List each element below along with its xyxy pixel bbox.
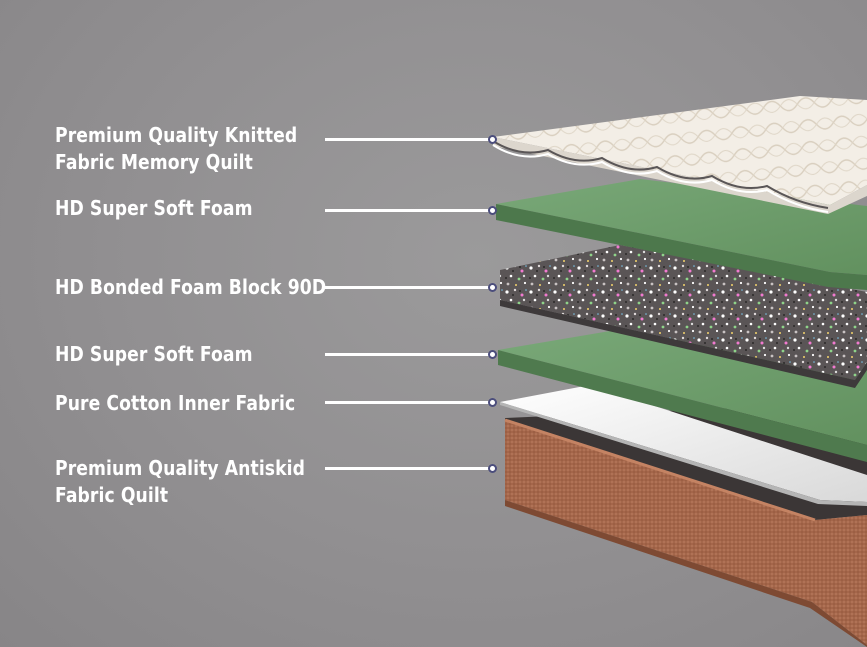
leader-line [325,209,490,212]
pin-marker [488,464,497,473]
pin-marker [488,206,497,215]
bonded-foam-layer [500,245,867,388]
layer-label-soft-foam-upper: HD Super Soft Foam [55,196,253,220]
pin-marker [488,350,497,359]
layer-label-knitted-quilt: Premium Quality Knitted Fabric Memory Qu… [55,123,298,174]
pin-marker [488,398,497,407]
pin-marker [488,283,497,292]
leader-line [325,467,490,470]
knitted-quilt-layer [492,96,867,214]
layer-label-bonded-foam: HD Bonded Foam Block 90D [55,275,327,299]
cotton-fabric-layer [500,385,867,506]
layer-label-cotton-fabric: Pure Cotton Inner Fabric [55,391,296,415]
leader-line [325,286,490,289]
leader-line [325,353,490,356]
layer-label-antiskid-quilt: Premium Quality Antiskid Fabric Quilt [55,456,306,507]
layer-label-soft-foam-lower: HD Super Soft Foam [55,342,253,366]
leader-line [325,401,490,404]
leader-line [325,138,490,141]
pin-marker [488,135,497,144]
